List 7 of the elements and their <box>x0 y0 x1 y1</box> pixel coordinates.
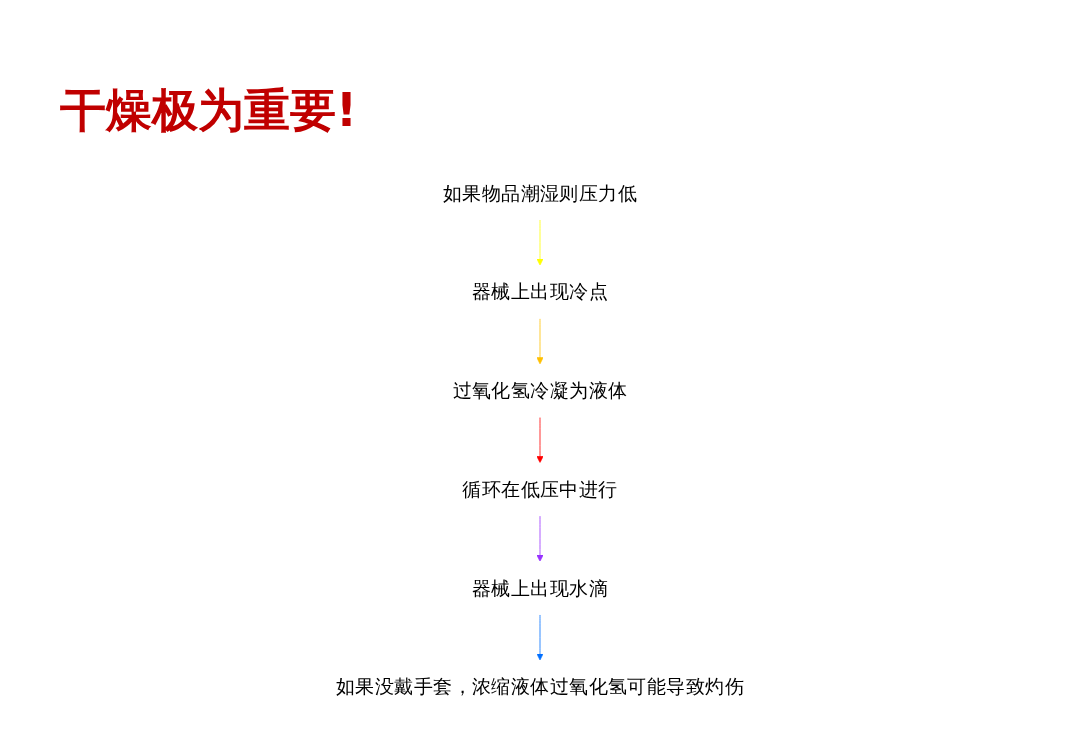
node-text: 如果没戴手套，浓缩液体过氧化氢可能导致灼伤 <box>336 675 744 699</box>
node-text: 器械上出现冷点 <box>472 280 608 304</box>
node-text: 如果物品潮湿则压力低 <box>442 181 638 205</box>
node-text: 器械上出现水滴 <box>472 576 608 600</box>
node-text: 循环在低压中进行 <box>462 478 618 501</box>
node-text: 过氧化氢冷凝为液体 <box>452 379 628 402</box>
slide-title: 干燥极为重要! <box>60 82 357 139</box>
